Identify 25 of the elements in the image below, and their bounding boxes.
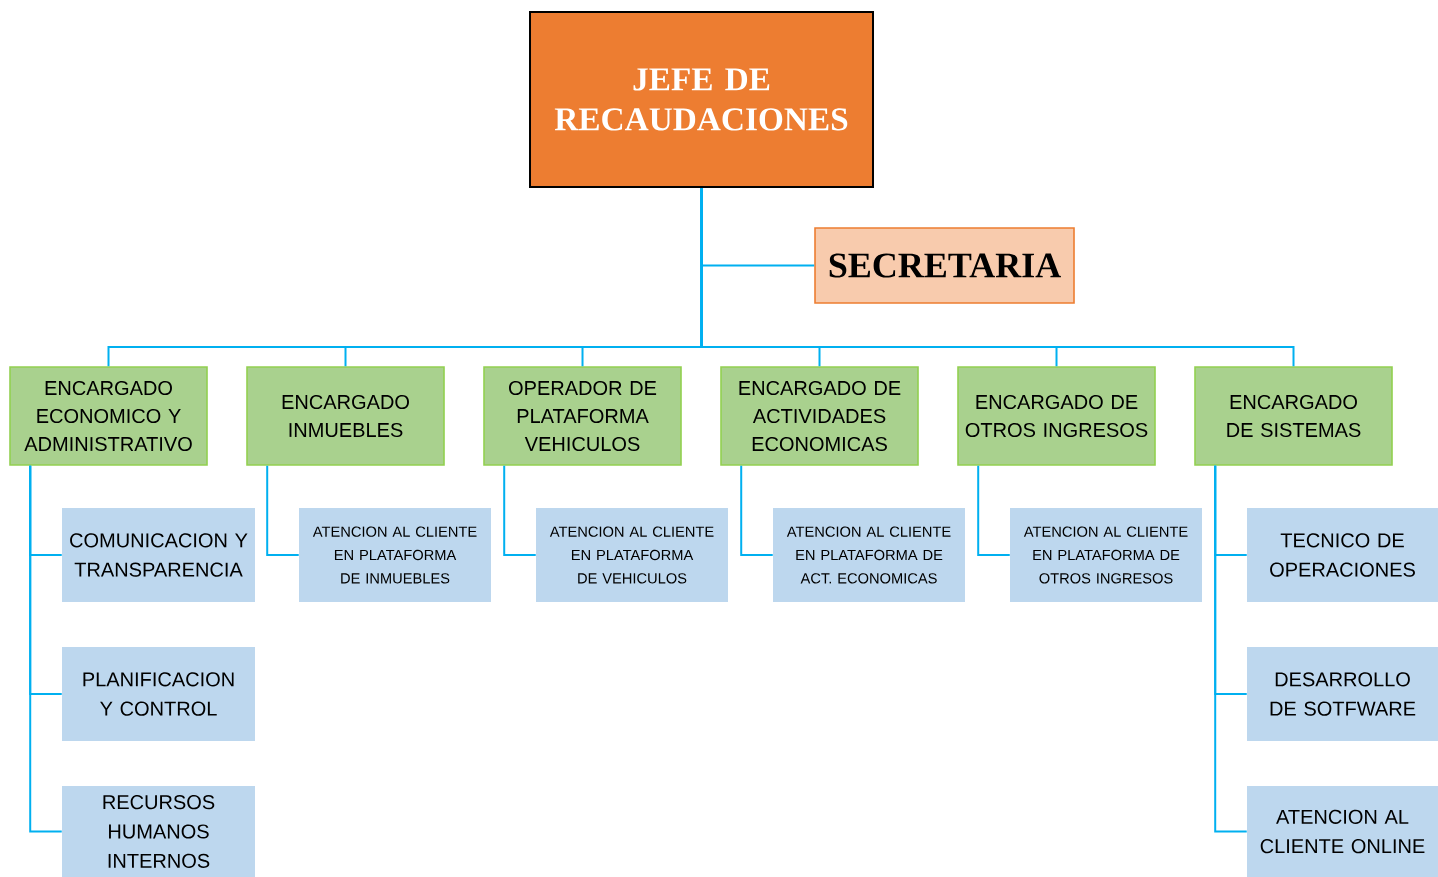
position-box: OPERADOR DE PLATAFORMA VEHICULOS [483,366,682,466]
connector-line [503,464,537,556]
connector-line [740,464,774,556]
position-box: ENCARGADO DE ACTIVIDADES ECONOMICAS [720,366,919,466]
position-box: ENCARGADO DE OTROS INGRESOS [957,366,1156,466]
position-box: ATENCION AL CLIENTE EN PLATAFORMA DE INMUEBLES [299,508,491,602]
connector-line [977,464,1011,556]
connector-line [266,464,300,556]
position-box: COMUNICACION Y TRANSPARENCIA [62,508,255,602]
position-box: ATENCION AL CLIENTE ONLINE [1247,786,1438,877]
position-box: TECNICO DE OPERACIONES [1247,508,1438,602]
position-box: SECRETARIA [814,227,1075,304]
position-box: ATENCION AL CLIENTE EN PLATAFORMA DE VEHICULOS [536,508,728,602]
position-box: ATENCION AL CLIENTE EN PLATAFORMA DE ACT. ECONOMICAS [773,508,965,602]
top-box: JEFE DE RECAUDACIONES [529,11,874,188]
position-box: RECURSOS HUMANOS INTERNOS [62,786,255,877]
connector-line [700,187,1295,368]
connector-line [1214,464,1248,833]
position-box: DESARROLLO DE SOTFWARE [1247,647,1438,741]
position-box: ATENCION AL CLIENTE EN PLATAFORMA DE OTROS INGRESOS [1010,508,1202,602]
position-box: ENCARGADO DE SISTEMAS [1194,366,1393,466]
position-box: PLANIFICACION Y CONTROL [62,647,255,741]
position-box: ENCARGADO ECONOMICO Y ADMINISTRATIVO [9,366,208,466]
position-box: ENCARGADO INMUEBLES [246,366,445,466]
connector-line [29,464,63,833]
